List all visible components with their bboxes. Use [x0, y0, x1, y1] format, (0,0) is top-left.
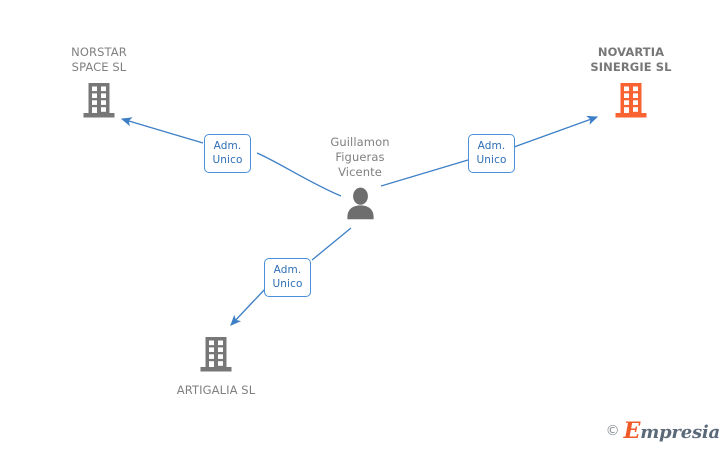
node-person-guillamon-figueras-vicente[interactable]: Guillamon Figueras Vicente: [305, 135, 415, 224]
person-label: Guillamon Figueras Vicente: [330, 135, 390, 179]
copyright-icon: ©: [605, 423, 620, 439]
relation-chip-adm-unico-novartia[interactable]: Adm. Unico: [468, 134, 515, 173]
empresia-logo-initial: E: [623, 418, 641, 444]
node-company-norstar-space-sl[interactable]: NORSTAR SPACE SL: [47, 45, 151, 123]
empresia-logo-rest: mpresia: [640, 422, 720, 443]
company-label-artigalia-sl: ARTIGALIA SL: [176, 383, 256, 397]
company-label-novartia-sinergie-sl: NOVARTIA SINERGIE SL: [590, 45, 672, 74]
company-label-norstar-space-sl: NORSTAR SPACE SL: [71, 45, 127, 74]
relation-chip-adm-unico-norstar[interactable]: Adm. Unico: [204, 134, 251, 173]
building-icon: [614, 82, 648, 123]
edge-line-person-to-artigalia-chip: [311, 227, 352, 261]
node-company-novartia-sinergie-sl[interactable]: NOVARTIA SINERGIE SL: [573, 45, 689, 123]
edge-line-person-to-novartia-chip: [380, 159, 469, 187]
edge-arrow-novartia: [513, 115, 599, 148]
edge-arrow-norstar: [120, 117, 204, 144]
building-icon: [199, 336, 233, 377]
empresia-logo: Empresia: [623, 418, 721, 444]
edge-line-person-to-norstar-chip: [256, 152, 342, 197]
edge-arrow-artigalia: [230, 287, 267, 326]
watermark: © Empresia: [605, 418, 721, 444]
relation-chip-adm-unico-artigalia[interactable]: Adm. Unico: [264, 258, 311, 297]
person-icon: [345, 187, 376, 224]
node-company-artigalia-sl[interactable]: ARTIGALIA SL: [164, 336, 268, 398]
building-icon: [82, 82, 116, 123]
